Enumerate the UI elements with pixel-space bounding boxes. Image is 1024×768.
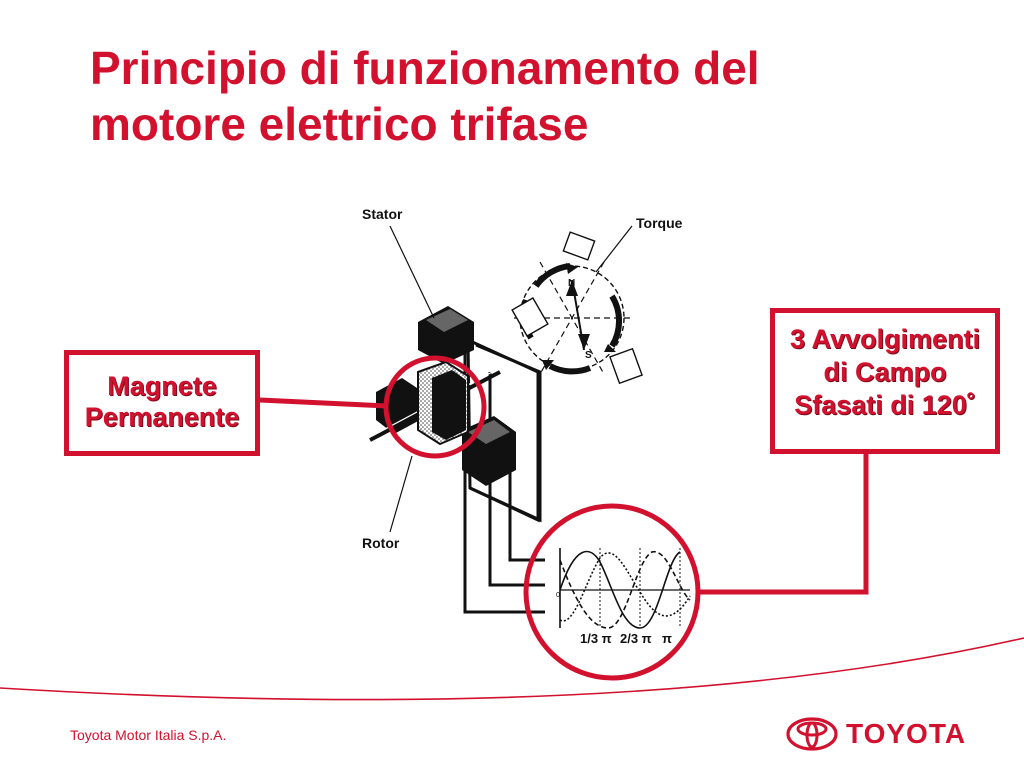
rotor	[369, 360, 501, 446]
logo-text: TOYOTA	[846, 718, 967, 749]
title-line-1: Principio di funzionamento del	[90, 42, 760, 94]
footer-company: Toyota Motor Italia S.p.A.	[70, 727, 227, 743]
title-line-2: motore elettrico trifase	[90, 98, 589, 150]
axis-zero-label: 0	[556, 592, 560, 599]
axis-label-2: 2/3 π	[620, 631, 652, 646]
callout-right-line-2: di Campo	[823, 357, 947, 387]
callout-permanent-magnet: Magnete Permanente	[64, 350, 260, 456]
rotating-field	[511, 231, 643, 385]
toyota-logo: TOYOTA	[786, 716, 966, 752]
callout-left-line-2: Permanente	[84, 402, 240, 432]
highlights	[259, 355, 869, 681]
callout-field-windings: 3 Avvolgimenti di Campo Sfasati di 120˚	[770, 308, 1000, 454]
callout-right-line-1: 3 Avvolgimenti	[789, 324, 981, 354]
callout-right-line-3: Sfasati di 120˚	[794, 390, 976, 420]
pole-s-label: S	[585, 350, 592, 361]
torque-label: Torque	[636, 215, 683, 231]
waveform	[559, 548, 691, 629]
rotor-label: Rotor	[362, 535, 400, 551]
stator-label: Stator	[362, 206, 403, 222]
slide-title: Principio di funzionamento del motore el…	[90, 40, 910, 152]
axis-label-3: π	[662, 631, 672, 646]
pole-n-label: N	[568, 278, 575, 289]
callout-left-line-1: Magnete	[107, 371, 217, 401]
axis-label-1: 1/3 π	[580, 631, 612, 646]
toyota-emblem-icon	[786, 717, 838, 751]
stator-poles	[376, 306, 516, 486]
decorative-curve	[0, 637, 1024, 701]
